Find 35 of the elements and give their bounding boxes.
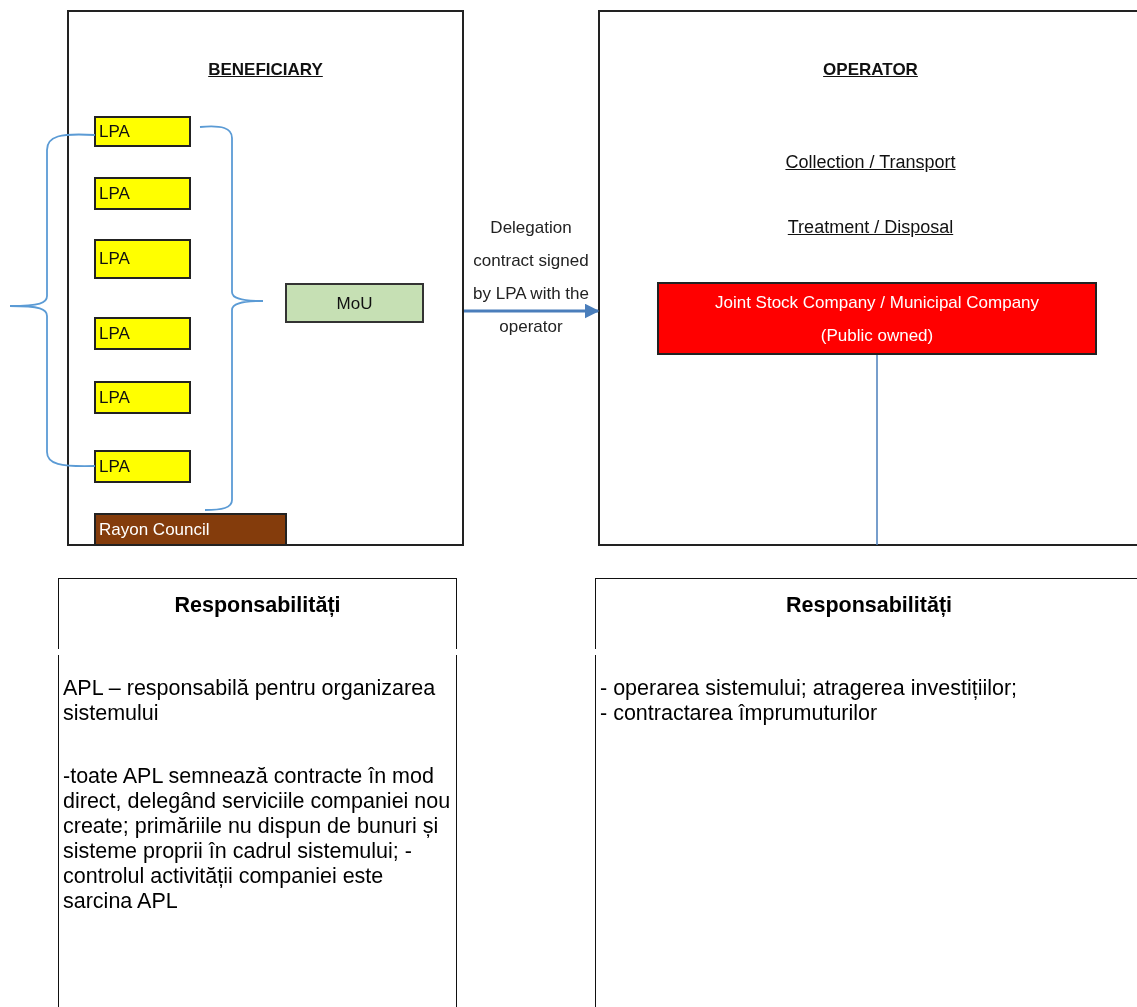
box-label: LPA [99, 121, 130, 142]
box-label: LPA [99, 456, 130, 477]
box-label: MoU [335, 292, 374, 315]
panel-box [598, 10, 1137, 546]
arrow [464, 303, 600, 319]
lpa-box [94, 239, 191, 279]
panel-title: OPERATOR [823, 60, 918, 80]
responsibility-text: - operarea sistemului; atragerea investițiilor; [600, 676, 1019, 701]
lpa-box [94, 381, 191, 414]
council-box [94, 513, 287, 546]
box-label: LPA [99, 323, 130, 344]
mou-box [285, 283, 424, 323]
lpa-box [94, 177, 191, 210]
panel-title: BENEFICIARY [208, 60, 323, 80]
responsibility-text: -toate APL semnează contracte în mod direct, delegând serviciile companiei nou create; primăriile nu dispun de bunuri și sisteme proprii în cadrul sistemului; - controlul activității companiei este sarcina APL [63, 764, 452, 914]
panel-box [67, 10, 464, 546]
service-heading: Collection / Transport [785, 152, 956, 173]
responsibilities-table [58, 578, 457, 1007]
box-label: Joint Stock Company / Municipal Company (Public owned) [713, 291, 1041, 347]
lpa-box [94, 116, 191, 147]
edge-label: Delegation contract signed by LPA with the operator [472, 217, 590, 338]
service-heading: Treatment / Disposal [787, 217, 954, 238]
box-label: LPA [99, 249, 130, 269]
responsibilities-table [595, 578, 1137, 1007]
table-heading: Responsabilități [173, 593, 342, 618]
table-heading: Responsabilități [784, 593, 954, 618]
responsibility-text: APL – responsabilă pentru organizarea sistemului [63, 676, 437, 726]
connector-line [876, 354, 878, 546]
box-label: LPA [99, 183, 130, 204]
lpa-box [94, 450, 191, 483]
box-label: LPA [99, 387, 130, 408]
company-box [657, 282, 1097, 355]
responsibility-text: - contractarea împrumuturilor [600, 701, 879, 726]
lpa-box [94, 317, 191, 350]
box-label: Rayon Council [99, 519, 210, 540]
